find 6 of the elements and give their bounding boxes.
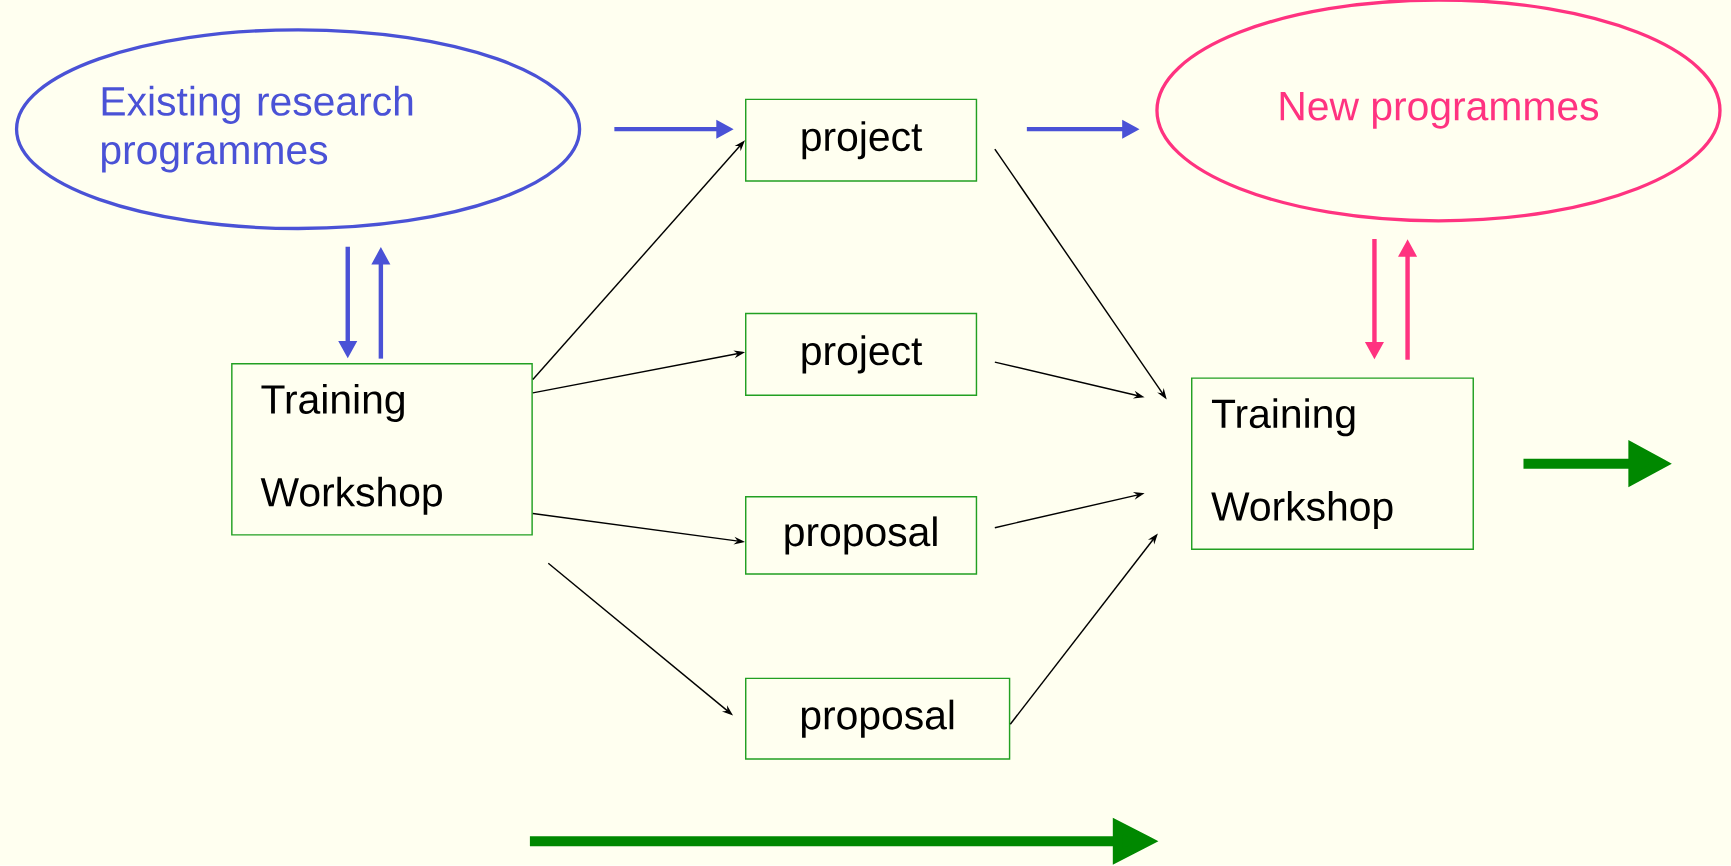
box: project <box>745 313 978 397</box>
box: Training Workshop <box>231 363 533 536</box>
box: Training Workshop <box>1191 377 1474 551</box>
box: proposal <box>745 677 1011 760</box>
box: proposal <box>745 496 978 576</box>
box: project <box>745 98 978 182</box>
